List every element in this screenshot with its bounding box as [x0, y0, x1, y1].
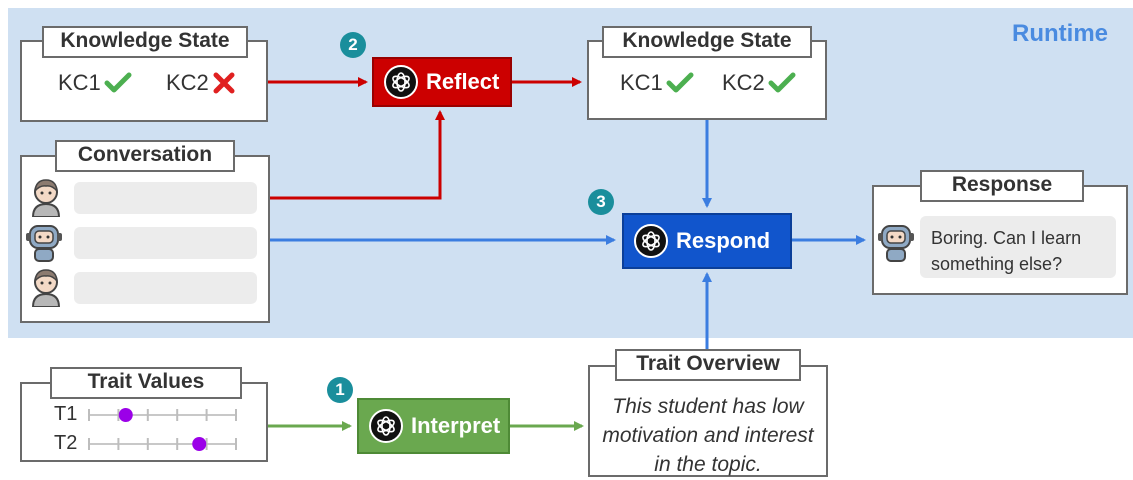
openai-logo-icon — [369, 409, 403, 443]
student-avatar-icon — [31, 179, 61, 217]
runtime-label: Runtime — [1012, 20, 1108, 47]
interpret-step: Interpret — [357, 398, 510, 454]
respond-step: Respond — [622, 213, 792, 269]
interpret-label: Interpret — [411, 413, 501, 438]
slider-dot — [192, 437, 207, 451]
message-bubble — [74, 227, 257, 259]
check-icon — [768, 72, 796, 93]
trait-values-title: Trait Values — [50, 367, 242, 399]
step-badge-reflect: 2 — [340, 32, 366, 58]
kc-item: KC2 — [722, 70, 796, 96]
response-bubble — [920, 216, 1116, 278]
message-bubble — [74, 272, 257, 304]
trait-label: T2 — [54, 432, 78, 454]
conversation-title: Conversation — [55, 140, 235, 172]
cross-icon — [213, 72, 235, 94]
check-icon — [666, 72, 694, 93]
kc-item: KC2 — [166, 70, 236, 96]
trait-sliders — [88, 408, 237, 451]
respond-label: Respond — [676, 228, 771, 253]
message-bubble — [74, 182, 257, 214]
kc-item: KC1 — [58, 70, 132, 96]
step-badge-respond: 3 — [588, 189, 614, 215]
knowledge-state-title-before: Knowledge State — [42, 26, 248, 58]
trait-label: T1 — [54, 403, 78, 425]
reflect-step: Reflect — [372, 57, 512, 107]
kc-item: KC1 — [620, 70, 694, 96]
step-badge-interpret: 1 — [327, 377, 353, 403]
robot-avatar-icon — [878, 225, 914, 262]
knowledge-state-title-after: Knowledge State — [602, 26, 812, 58]
openai-logo-icon — [634, 224, 668, 258]
trait-overview-title: Trait Overview — [615, 349, 801, 381]
slider-dot — [118, 408, 133, 422]
arrow-conversation-to-reflect — [270, 110, 445, 200]
trait-overview-text: This student has low motivation and inte… — [602, 395, 814, 476]
student-avatar-icon — [31, 269, 61, 307]
response-text: Boring. Can I learn something else? — [931, 228, 1082, 274]
check-icon — [104, 72, 132, 93]
robot-avatar-icon — [26, 225, 62, 262]
openai-logo-icon — [384, 65, 418, 99]
reflect-label: Reflect — [426, 69, 500, 94]
response-title: Response — [920, 170, 1084, 202]
